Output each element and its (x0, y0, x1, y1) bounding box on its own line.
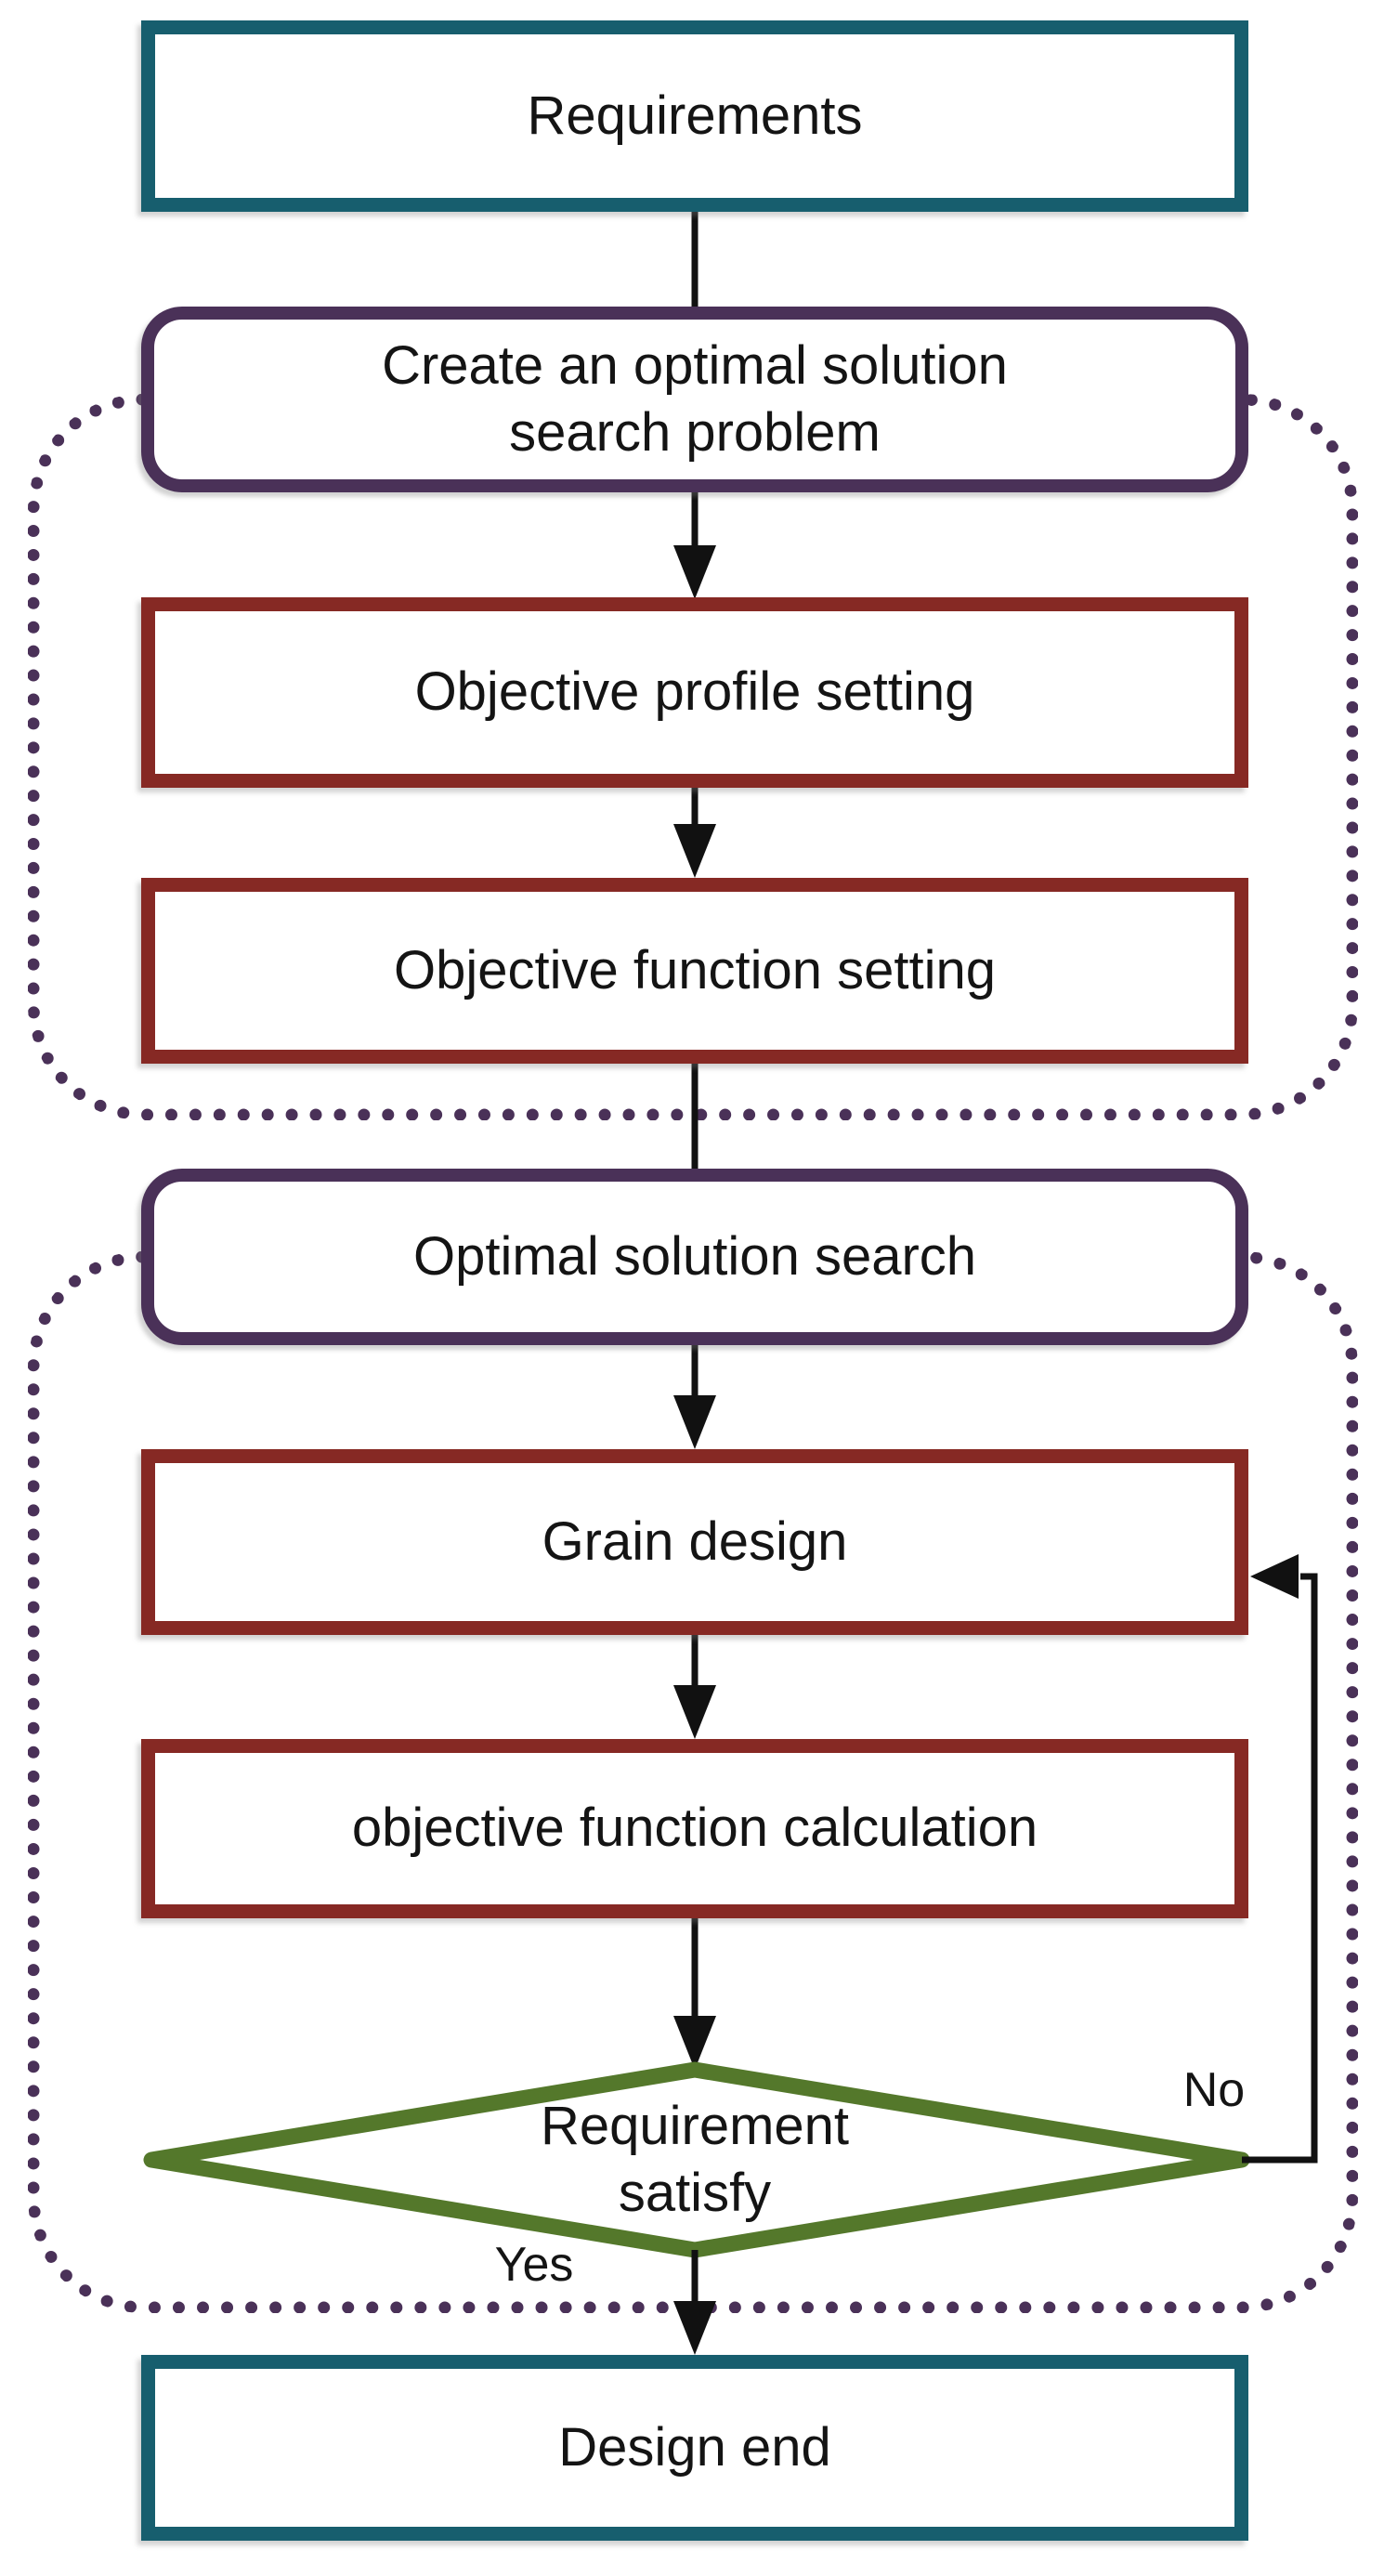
node-objective-profile-label: Objective profile setting (414, 661, 975, 723)
node-grain-design: Grain design (141, 1449, 1248, 1635)
arrowhead-into-function (673, 824, 716, 878)
arrowhead-into-grain (673, 1395, 716, 1449)
node-design-end-label: Design end (558, 2416, 831, 2478)
node-optimal-search: Optimal solution search (141, 1169, 1248, 1345)
edge-label-yes: Yes (494, 2238, 574, 2292)
arrowhead-no-loop-into-grain (1250, 1554, 1299, 1599)
arrowhead-into-decision (673, 2016, 716, 2070)
node-objective-calculation-label: objective function calculation (351, 1798, 1038, 1859)
edge-label-no: No (1182, 2063, 1246, 2117)
node-requirements-label: Requirements (527, 85, 863, 146)
node-grain-design-label: Grain design (542, 1510, 848, 1572)
node-design-end: Design end (141, 2355, 1248, 2541)
edge-no-loop (1242, 1573, 1318, 2164)
node-objective-profile: Objective profile setting (141, 597, 1248, 788)
arrowhead-into-profile (673, 545, 716, 599)
node-objective-function: Objective function setting (141, 878, 1248, 1064)
arrowhead-into-design-end (673, 2301, 716, 2355)
node-objective-calculation: objective function calculation (141, 1739, 1248, 1918)
arrowhead-into-calc (673, 1685, 716, 1739)
node-create-problem-label: Create an optimal solution search proble… (382, 334, 1008, 464)
node-objective-function-label: Objective function setting (393, 939, 997, 1000)
node-requirements: Requirements (141, 20, 1248, 212)
node-create-problem: Create an optimal solution search proble… (141, 307, 1248, 492)
decision-diamond-label: Requirement satisfy (540, 2095, 850, 2224)
node-optimal-search-label: Optimal solution search (412, 1225, 977, 1287)
